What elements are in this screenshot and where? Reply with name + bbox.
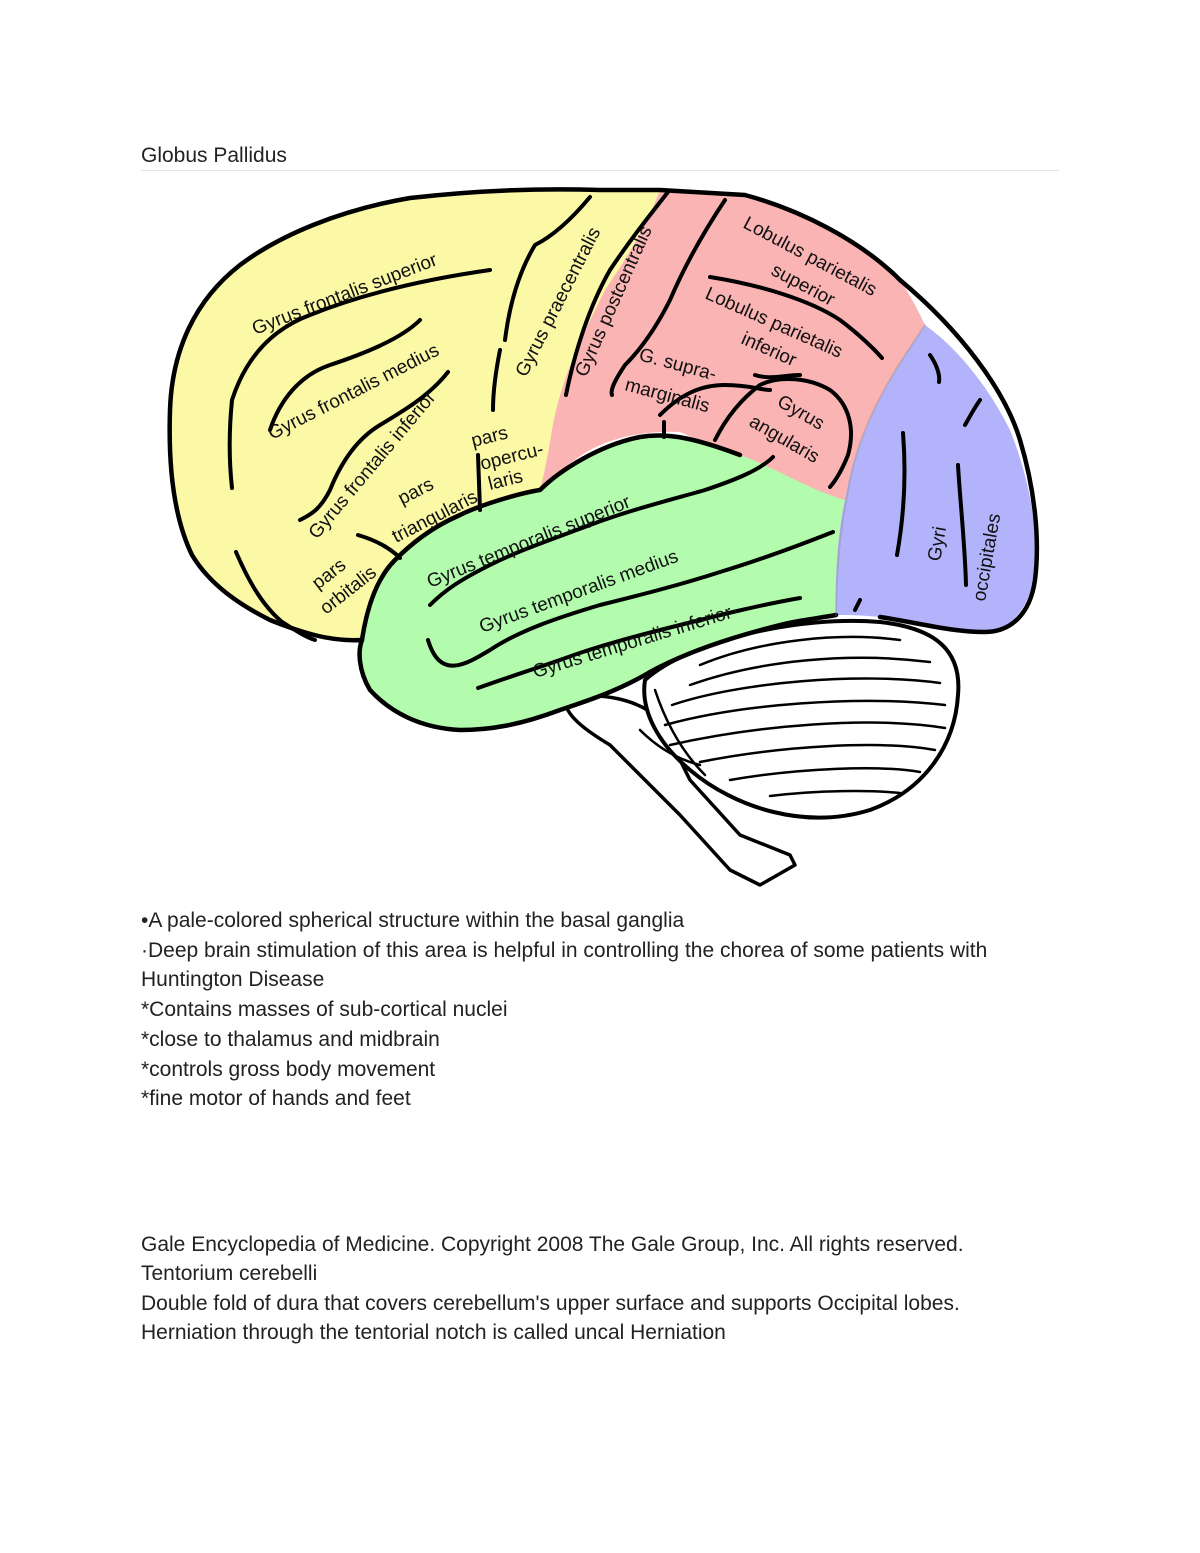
parietal-lobe: [540, 190, 925, 500]
frontal-lobe: [169, 190, 660, 641]
note-item: *controls gross body movement: [141, 1057, 436, 1081]
references-section: Gale Encyclopedia of Medicine. Copyright…: [141, 1230, 1041, 1347]
note-item: *close to thalamus and midbrain: [141, 1027, 440, 1051]
note-item: •A pale-colored spherical structure with…: [141, 909, 685, 932]
reference-term: Tentorium cerebelli: [141, 1262, 318, 1286]
brainstem: [563, 694, 797, 887]
reference-citation: Gale Encyclopedia of Medicine. Copyright…: [141, 1233, 964, 1256]
reference-note: Herniation through the tentorial notch i…: [141, 1320, 726, 1344]
note-item: ·Deep brain stimulation of this area is …: [141, 938, 988, 992]
title-divider: [141, 170, 1059, 171]
cerebrum-outline: [167, 187, 1040, 643]
cerebellum-folia: [638, 635, 947, 798]
reference-definition: Double fold of dura that covers cerebell…: [141, 1291, 960, 1315]
sulci: [227, 190, 982, 690]
temporal-outline: [357, 433, 839, 733]
note-item: *Contains masses of sub-cortical nuclei: [141, 998, 508, 1022]
occipital-lobe: [835, 325, 1036, 632]
page-title: Globus Pallidus: [141, 144, 287, 167]
notes-list: •A pale-colored spherical structure with…: [141, 906, 1061, 1114]
brain-lobes-diagram: Gyrus frontalis superior Gyrus frontalis…: [167, 187, 1040, 887]
note-item: *fine motor of hands and feet: [141, 1087, 411, 1111]
